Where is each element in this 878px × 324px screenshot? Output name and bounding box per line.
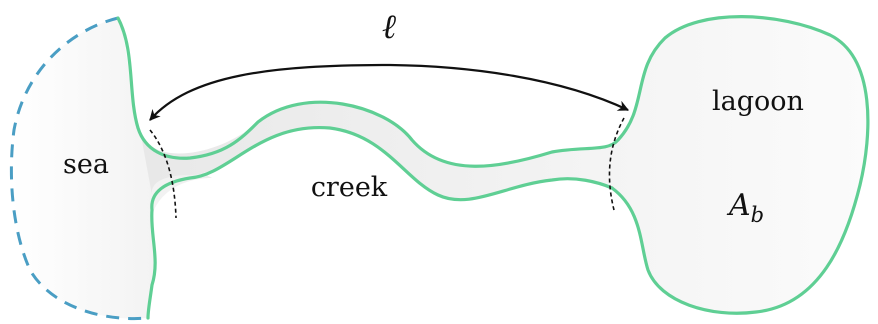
sea-region — [11, 18, 212, 319]
shoreline-lower — [146, 125, 614, 320]
mouth-marker-lagoon-side — [608, 117, 625, 211]
basin-area-symbol: A — [726, 188, 751, 223]
basin-area-label: Ab — [726, 188, 764, 227]
creek-label: creek — [311, 172, 388, 203]
basin-area-subscript: b — [751, 203, 764, 227]
lagoon-label: lagoon — [712, 86, 804, 117]
sea-label: sea — [63, 149, 109, 180]
length-arrow — [149, 63, 629, 121]
mouth-marker-sea-side — [149, 129, 177, 219]
shoreline-upper — [116, 15, 870, 315]
length-label: ℓ — [382, 7, 396, 47]
sea-boundary-dashed — [9, 16, 149, 321]
